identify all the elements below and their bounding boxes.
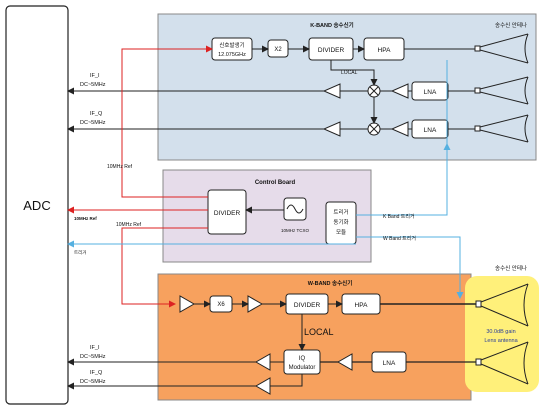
trigger-sync-label-2: 동기화 [333, 218, 348, 226]
iq-modulator-label-1: IQ [299, 356, 306, 362]
wband-trigger-label: W Band 트리거 [383, 235, 416, 242]
wband-trigger-line [356, 236, 464, 299]
kband-if-i-range: DC~5MHz [80, 82, 106, 88]
kband-rx-q-antenna-icon [474, 114, 529, 143]
kband-trigger-line [356, 143, 451, 216]
wband-if-i-range: DC~5MHz [80, 354, 106, 360]
ref-to-wband-line [121, 227, 208, 308]
control-board-title: Control Board [255, 180, 296, 186]
control-divider-label: DIVIDER [214, 210, 241, 217]
kband-title: K-BAND 송수신기 [310, 21, 353, 29]
signal-generator-freq: 12.075GHz [218, 52, 246, 58]
wband-in-amp-triangle [179, 295, 196, 313]
trigger-sync-label-1: 트리거 [333, 208, 348, 216]
kband-rx-i-antenna-icon [474, 76, 529, 105]
wband-hpa-label: HPA [355, 302, 369, 309]
wband-tx-antenna-icon [475, 283, 529, 327]
kband-x2-label: X2 [274, 47, 282, 53]
wband-antenna-label: 송수신 안테나 [495, 264, 527, 272]
kband-if-q-label: IF_Q [90, 111, 103, 117]
kband-hpa-label: HPA [378, 47, 392, 54]
ref-adc-label: 10MHz Ref [74, 216, 97, 221]
wband-title: W-BAND 송수신기 [308, 279, 353, 287]
signal-generator-label: 신호발생기 [219, 41, 244, 49]
lens-gain-label: 30.0dB gain [486, 329, 515, 335]
wband-panel [157, 273, 472, 401]
kband-lna-i-label: LNA [424, 89, 437, 96]
lens-antenna-label: Lens antenna [484, 338, 518, 344]
wband-if-i-label: IF_I [90, 345, 100, 351]
tcxo-label: 10MHz TCXO [281, 228, 309, 233]
wband-divider-label: DIVIDER [294, 302, 321, 309]
kband-trigger-label: K Band 트리거 [383, 213, 415, 220]
kband-if-q-range: DC~5MHz [80, 120, 106, 126]
wband-local-label: LOCAL [304, 327, 334, 337]
lens-antenna-highlight [465, 276, 539, 392]
trigger-adc-label: 트리거 [74, 249, 86, 256]
kband-panel [157, 13, 537, 161]
wband-rx-antenna-icon [475, 341, 529, 385]
wband-x6-label: X6 [217, 302, 225, 308]
kband-i-mixer-x [369, 86, 379, 96]
iq-to-q-amp-line [270, 374, 303, 387]
adc-block [5, 5, 69, 405]
trigger-sync-label-3: 모듈 [336, 229, 346, 236]
kband-if-i-label: IF_I [90, 73, 100, 79]
kband-divider-label: DIVIDER [318, 47, 345, 54]
wband-lna-label: LNA [383, 360, 396, 367]
iq-modulator-label-2: Modulator [289, 365, 316, 371]
kband-q-mixer-x [369, 124, 379, 134]
kband-lna-q-label: LNA [424, 127, 437, 134]
ref-mid-label: 10MHz Ref [116, 222, 142, 228]
adc-label: ADC [23, 198, 50, 213]
local-i-line [330, 60, 378, 86]
wband-if-q-range: DC~5MHz [80, 379, 106, 385]
ref-to-kband-line [121, 45, 213, 198]
wband-if-q-label: IF_Q [90, 370, 103, 376]
kband-tx-antenna-icon [474, 33, 529, 64]
kband-antenna-label: 송수신 안테나 [495, 21, 527, 29]
kband-local-label: LOCAL [341, 70, 358, 76]
ref-top-label: 10MHz Ref [107, 164, 133, 170]
tcxo-sine-icon [286, 204, 304, 214]
